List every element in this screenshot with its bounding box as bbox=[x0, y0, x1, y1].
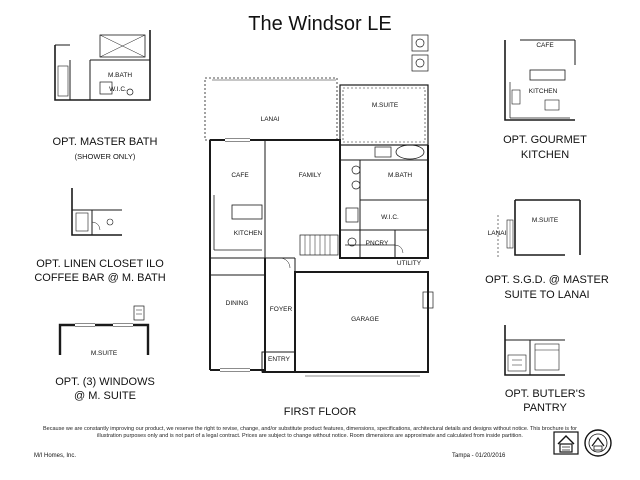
opt-gourmet-kitchen-label: KITCHEN bbox=[528, 88, 558, 95]
footer-location-date: Tampa - 01/20/2016 bbox=[452, 453, 506, 459]
opt-windows-drawing bbox=[58, 305, 150, 355]
lanai-outline bbox=[204, 77, 338, 141]
opt-master-bath-room-label: M.BATH bbox=[107, 72, 133, 79]
opt-master-bath-caption: OPT. MASTER BATH bbox=[52, 136, 158, 148]
room-cafe: CAFE bbox=[231, 172, 249, 179]
opt-sgd-lanai-label: LANAI bbox=[487, 230, 507, 237]
disclaimer-text: Because we are constantly improving our … bbox=[43, 426, 577, 439]
room-family: FAMILY bbox=[298, 172, 322, 179]
builder-seal-icon bbox=[584, 429, 612, 457]
room-foyer: FOYER bbox=[269, 306, 293, 313]
floor-label: FIRST FLOOR bbox=[283, 406, 357, 418]
opt-linen-closet-caption-2: COFFEE BAR @ M. BATH bbox=[34, 272, 166, 284]
opt-windows-caption-2: @ M. SUITE bbox=[74, 390, 136, 402]
opt-linen-closet-drawing bbox=[71, 188, 122, 236]
msuite-walls bbox=[339, 84, 429, 146]
room-msuite: M.SUITE bbox=[371, 102, 399, 109]
opt-windows-room-label: M.SUITE bbox=[90, 350, 118, 357]
opt-linen-closet-caption: OPT. LINEN CLOSET ILO bbox=[36, 258, 164, 270]
opt-butlers-pantry-caption-2: PANTRY bbox=[523, 402, 567, 414]
opt-butlers-pantry-caption: OPT. BUTLER'S bbox=[504, 388, 586, 400]
room-entry: ENTRY bbox=[268, 356, 290, 363]
room-utility: UTILITY bbox=[396, 260, 422, 267]
room-kitchen: KITCHEN bbox=[233, 230, 263, 237]
opt-sgd-drawing bbox=[497, 199, 581, 258]
opt-gourmet-cafe-label: CAFE bbox=[536, 42, 554, 49]
opt-gourmet-kitchen-caption: OPT. GOURMET bbox=[503, 134, 587, 146]
plan-title: The Windsor LE bbox=[248, 13, 392, 35]
opt-butlers-pantry-drawing bbox=[504, 325, 565, 376]
opt-gourmet-kitchen-caption-2: KITCHEN bbox=[520, 149, 570, 161]
opt-windows-caption: OPT. (3) WINDOWS bbox=[55, 376, 155, 388]
room-dining: DINING bbox=[225, 300, 249, 307]
builder-name: M/I Homes, Inc. bbox=[34, 453, 77, 459]
opt-sgd-caption-2: SUITE TO LANAI bbox=[504, 289, 590, 301]
room-wic: W.I.C. bbox=[381, 214, 399, 221]
opt-sgd-caption: OPT. S.G.D. @ MASTER bbox=[485, 274, 609, 286]
equal-housing-opportunity-icon bbox=[553, 431, 579, 455]
room-pantry: PNCRY bbox=[365, 240, 389, 247]
detail-marks bbox=[411, 34, 434, 309]
opt-master-bath-subcaption: (SHOWER ONLY) bbox=[74, 152, 136, 161]
main-floor-plan bbox=[204, 77, 429, 377]
opt-sgd-suite-label: M.SUITE bbox=[531, 217, 559, 224]
room-mbath: M.BATH bbox=[387, 172, 413, 179]
room-garage: GARAGE bbox=[351, 316, 379, 323]
opt-master-bath-wic-label: W.I.C. bbox=[109, 86, 127, 93]
room-lanai: LANAI bbox=[260, 116, 280, 123]
opt-master-bath-drawing bbox=[54, 30, 151, 101]
opt-gourmet-kitchen-drawing bbox=[504, 39, 576, 121]
